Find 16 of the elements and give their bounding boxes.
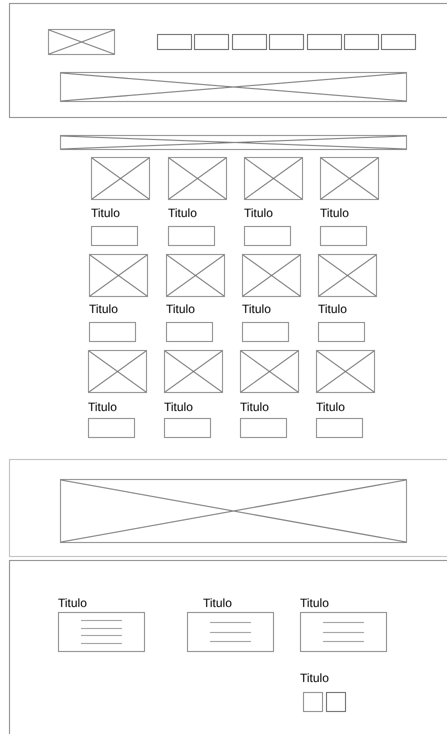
title-text: Titulo xyxy=(242,303,271,315)
title-text: Titulo xyxy=(164,401,193,413)
title-text: Titulo xyxy=(58,597,87,609)
title-text: Titulo xyxy=(203,597,232,609)
title-text: Titulo xyxy=(318,303,347,315)
title-text: Titulo xyxy=(168,207,197,219)
title-text: Titulo xyxy=(300,597,329,609)
title-text: Titulo xyxy=(244,207,273,219)
title-text: Titulo xyxy=(240,401,269,413)
title-text: Titulo xyxy=(91,207,120,219)
title-text: Titulo xyxy=(88,401,117,413)
title-text: Titulo xyxy=(300,672,329,684)
title-text: Titulo xyxy=(166,303,195,315)
title-text: Titulo xyxy=(320,207,349,219)
title-text: Titulo xyxy=(316,401,345,413)
title-text: Titulo xyxy=(89,303,118,315)
